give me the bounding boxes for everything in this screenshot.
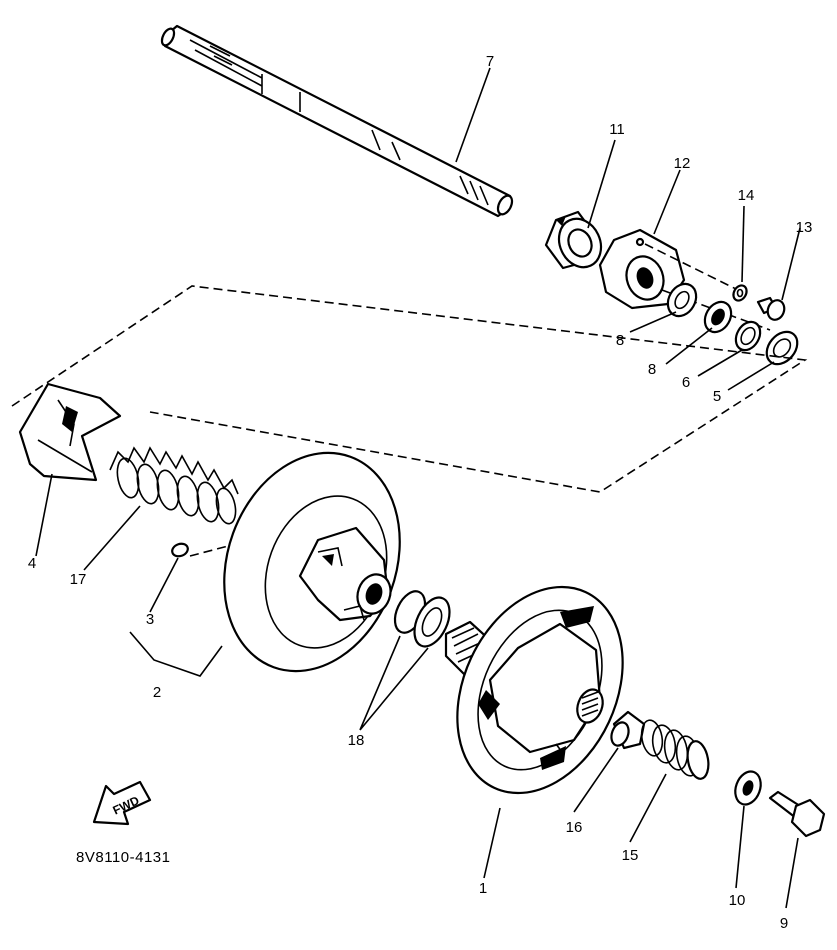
callout-1: 1 — [479, 880, 487, 897]
part-12-plate — [598, 228, 686, 310]
leader-lines — [35, 67, 801, 909]
callout-4: 4 — [28, 555, 36, 572]
part-8-washer-b — [703, 300, 733, 334]
part-15-spring — [640, 719, 710, 780]
callout-11: 11 — [609, 121, 625, 138]
assembly-boundary — [11, 285, 808, 493]
callout-18: 18 — [348, 732, 365, 749]
callout-13: 13 — [796, 219, 813, 236]
part-18-washers — [393, 590, 451, 648]
callout-labels: 7 11 12 14 13 8 8 6 5 4 17 3 2 18 16 15 … — [28, 53, 813, 932]
callout-8-a: 8 — [616, 332, 624, 349]
part-11-bearing — [544, 210, 603, 270]
part-9-bolt — [768, 790, 826, 838]
callout-5: 5 — [713, 388, 721, 405]
diagram-code: 8V8110-4131 — [76, 849, 170, 866]
part-4-cam-cover — [18, 382, 122, 482]
callout-8-b: 8 — [648, 361, 656, 378]
callout-7: 7 — [486, 53, 494, 70]
callout-10: 10 — [729, 892, 746, 909]
callout-15: 15 — [622, 847, 639, 864]
callout-14: 14 — [738, 187, 755, 204]
part-16-bushing — [610, 710, 646, 750]
part-5-washer — [765, 330, 799, 366]
part-7-shaft — [160, 24, 514, 218]
part-6-clip — [734, 320, 762, 352]
part-3-pin — [171, 542, 233, 558]
callout-3: 3 — [146, 611, 154, 628]
callout-17: 17 — [70, 571, 87, 588]
part-17-spring — [109, 446, 239, 525]
callout-6: 6 — [682, 374, 690, 391]
part-2-fixed-sheave — [223, 451, 401, 673]
fwd-direction-marker: FWD — [92, 780, 152, 826]
alignment-line — [644, 243, 739, 291]
part-13-bolt — [756, 296, 786, 321]
part-8-washer-a — [666, 282, 698, 318]
callout-16: 16 — [566, 819, 583, 836]
callout-12: 12 — [674, 155, 691, 172]
part-1-movable-sheave — [456, 585, 624, 795]
callout-9: 9 — [780, 915, 788, 932]
callout-2: 2 — [153, 684, 161, 701]
part-14-ring — [732, 284, 748, 302]
part-10-washer — [734, 770, 762, 806]
